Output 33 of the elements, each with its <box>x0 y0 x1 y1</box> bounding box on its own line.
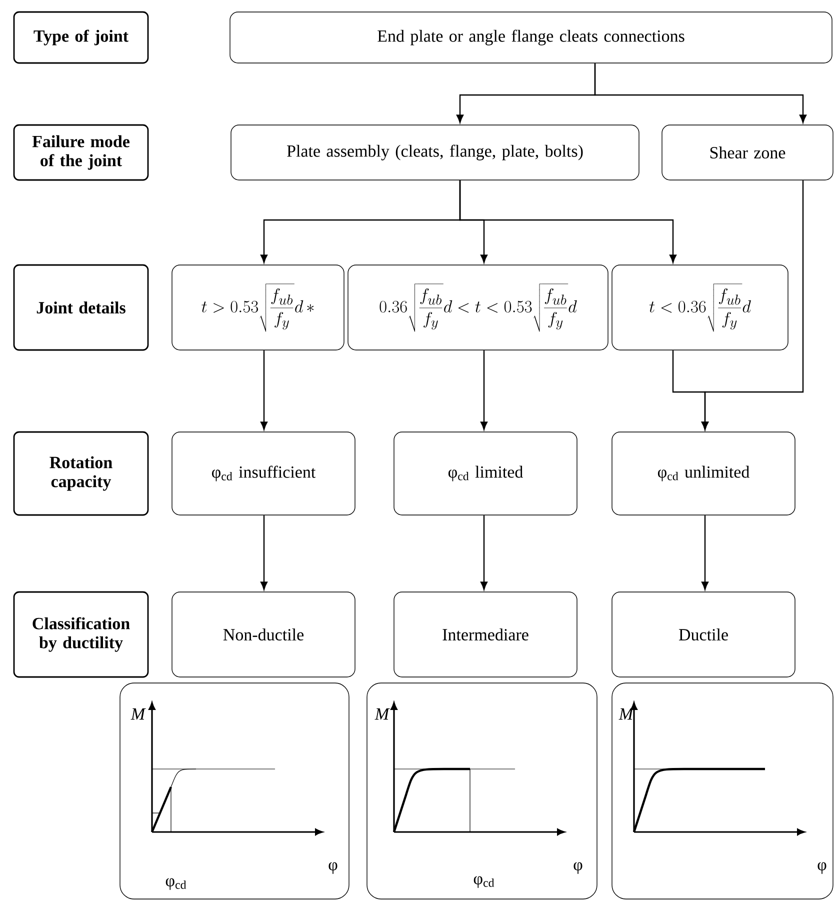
process-box: Shear zone <box>662 124 834 180</box>
row-heading-box: Classification by ductility <box>13 591 149 678</box>
axis-label: φ$_{cd}$ <box>166 878 186 890</box>
axis-label: φ <box>818 862 826 874</box>
arrow <box>594 63 807 123</box>
axis-label: φ$_{cd}$ <box>474 876 494 888</box>
process-box: Non-ductile <box>172 592 356 678</box>
axis-label: M <box>130 708 146 720</box>
arrow <box>701 180 804 430</box>
process-box: Plate assembly (cleats, flange, plate, bolts) <box>230 124 640 180</box>
condition-box: $0.36\sqrt{\frac{f_{ub}}{f_{y}}}d < t < 0.53\sqrt{\frac{f_{ub}}{f_{y}}}d$ <box>348 264 608 350</box>
process-box: φ$_{cd}$ limited <box>394 432 578 516</box>
process-box: Intermediare <box>394 592 578 678</box>
process-box: φ$_{cd}$ insufficient <box>172 432 356 516</box>
axis-label: M <box>618 708 634 720</box>
arrow <box>260 515 268 590</box>
process-box: φ$_{cd}$ unlimited <box>612 432 796 516</box>
arrow <box>701 515 709 590</box>
arrow <box>480 515 488 590</box>
row-heading-box: Failure mode of the joint <box>13 124 149 181</box>
axis-label: φ <box>574 862 582 874</box>
arrow <box>480 350 488 430</box>
row-heading-box: Rotation capacity <box>13 431 149 516</box>
condition-box: $t > 0.53\sqrt{\frac{f_{ub}}{f_{y}}}d\,*$ <box>172 264 344 350</box>
process-box: End plate or angle flange cleats connections <box>230 12 832 64</box>
axis-label: φ <box>328 862 338 874</box>
axis-label: M <box>374 708 390 720</box>
condition-box: $t < 0.36\sqrt{\frac{f_{ub}}{f_{y}}}d$ <box>612 264 788 350</box>
row-heading-box: Joint details <box>13 264 149 351</box>
arrow <box>459 180 677 263</box>
row-heading-box: Type of joint <box>13 11 149 64</box>
arrow <box>260 350 268 430</box>
process-box: Ductile <box>612 592 796 678</box>
